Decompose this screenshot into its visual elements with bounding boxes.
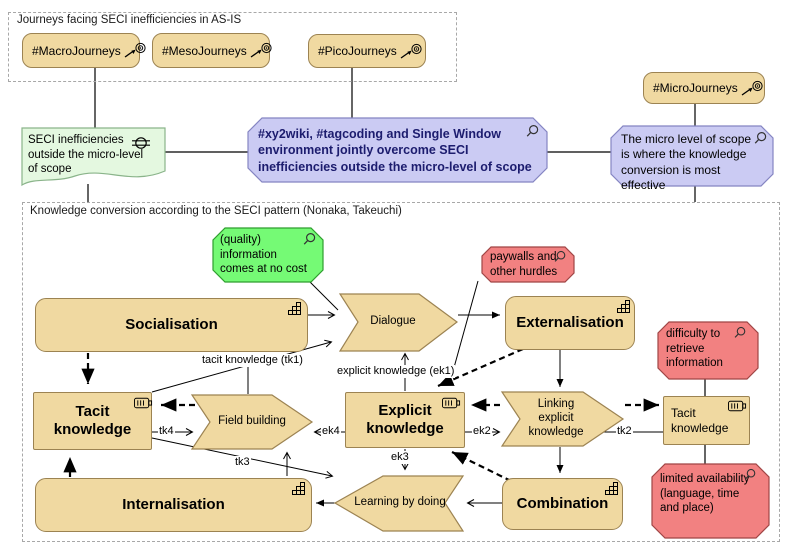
edge-label-ek4: ek4 (321, 425, 341, 438)
journey-macro[interactable]: #MacroJourneys (22, 33, 146, 68)
process-steps-icon (617, 300, 630, 313)
journey-pico[interactable]: #PicoJourneys (308, 34, 426, 68)
process-steps-icon (605, 482, 618, 495)
flow-field-building-label[interactable]: Field building (218, 415, 286, 428)
edge-label-tk1: tacit knowledge (tk1) (201, 354, 304, 367)
assessment-right-shape[interactable] (610, 125, 774, 187)
magnifier-icon (753, 131, 768, 146)
edge-label-ek1: explicit knowledge (ek1) (336, 365, 456, 378)
process-internalisation-label: Internalisation (122, 496, 225, 514)
goal-arrow-icon (121, 42, 147, 59)
object-icon (728, 400, 747, 412)
assessment-center-text[interactable]: #xy2wiki, #tagcoding and Single Window e… (258, 127, 532, 174)
magnifier-icon (733, 326, 747, 340)
field-building-shape[interactable] (190, 394, 314, 450)
seci-group-title: Knowledge conversion according to the SE… (30, 205, 402, 217)
journey-micro[interactable]: #MicroJourneys (643, 72, 765, 104)
edge-label-tk4: tk4 (158, 425, 175, 438)
journey-pico-label: #PicoJourneys (318, 44, 397, 58)
assessment-center-shape[interactable] (247, 117, 548, 183)
object-icon (134, 397, 153, 409)
flow-dialogue-label[interactable]: Dialogue (370, 315, 416, 328)
linking-shape[interactable] (500, 391, 625, 447)
gap-icon (130, 136, 152, 150)
magnifier-icon (302, 232, 317, 247)
journey-macro-label: #MacroJourneys (32, 43, 121, 58)
flow-learning-label[interactable]: Learning by doing (354, 496, 446, 509)
flow-linking-label[interactable]: Linking explicit knowledge (528, 398, 584, 438)
journey-meso-label: #MesoJourneys (162, 43, 247, 58)
edge-label-tk2: tk2 (616, 425, 633, 438)
learning-shape[interactable] (333, 475, 465, 532)
seci-group[interactable] (22, 202, 780, 542)
assessment-paywalls-shape[interactable] (481, 246, 575, 283)
process-socialisation-label: Socialisation (125, 316, 218, 334)
process-steps-icon (288, 302, 301, 315)
deliverable-shape[interactable] (21, 127, 166, 187)
assessment-limited-text[interactable]: limited availability (language, time and… (660, 473, 750, 515)
object-explicit-knowledge[interactable]: Explicit knowledge (345, 392, 465, 448)
process-externalisation-label: Externalisation (516, 314, 624, 332)
edge-label-ek2: ek2 (472, 425, 492, 438)
object-tacit-right-label: Tacit knowledge (671, 405, 729, 435)
assessment-difficulty-text[interactable]: difficulty to retrieve information (666, 328, 723, 370)
journey-meso[interactable]: #MesoJourneys (152, 33, 273, 68)
process-combination[interactable]: Combination (502, 478, 623, 530)
object-icon (442, 397, 461, 409)
deliverable-text[interactable]: SECI inefficiencies outside the micro-le… (28, 134, 144, 176)
journey-micro-label: #MicroJourneys (653, 81, 738, 95)
magnifier-icon (743, 468, 757, 482)
journey-group-title: Journeys facing SECI inefficiencies in A… (17, 14, 242, 26)
magnifier-icon (525, 124, 540, 139)
object-tacit-knowledge-left[interactable]: Tacit knowledge (33, 392, 152, 450)
goal-arrow-icon (397, 43, 423, 60)
assessment-difficulty-shape[interactable] (657, 321, 759, 380)
goal-arrow-icon (738, 80, 764, 97)
goal-arrow-icon (247, 42, 273, 59)
assessment-quality-shape[interactable] (212, 227, 324, 283)
object-explicit-label: Explicit knowledge (366, 402, 444, 437)
magnifier-icon (553, 250, 567, 264)
edge-label-tk3: tk3 (234, 456, 251, 469)
knowledge-flow-arrows (63, 347, 659, 482)
object-tacit-knowledge-right[interactable]: Tacit knowledge (663, 396, 750, 445)
process-combination-label: Combination (516, 495, 609, 513)
assessment-right-text[interactable]: The micro level of scope is where the kn… (621, 132, 752, 193)
assessment-paywalls-text[interactable]: paywalls and other hurdles (490, 251, 558, 278)
edge-label-ek3: ek3 (390, 451, 410, 464)
assessment-limited-shape[interactable] (651, 463, 770, 539)
process-externalisation[interactable]: Externalisation (505, 296, 635, 350)
process-socialisation[interactable]: Socialisation (35, 298, 308, 352)
plain-connectors (87, 68, 706, 464)
journey-group[interactable] (8, 12, 457, 82)
process-internalisation[interactable]: Internalisation (35, 478, 312, 532)
object-tacit-left-label: Tacit knowledge (53, 403, 132, 438)
process-steps-icon (292, 482, 305, 495)
dialogue-shape[interactable] (338, 293, 459, 352)
assessment-quality-text[interactable]: (quality) information comes at no cost (220, 234, 307, 276)
